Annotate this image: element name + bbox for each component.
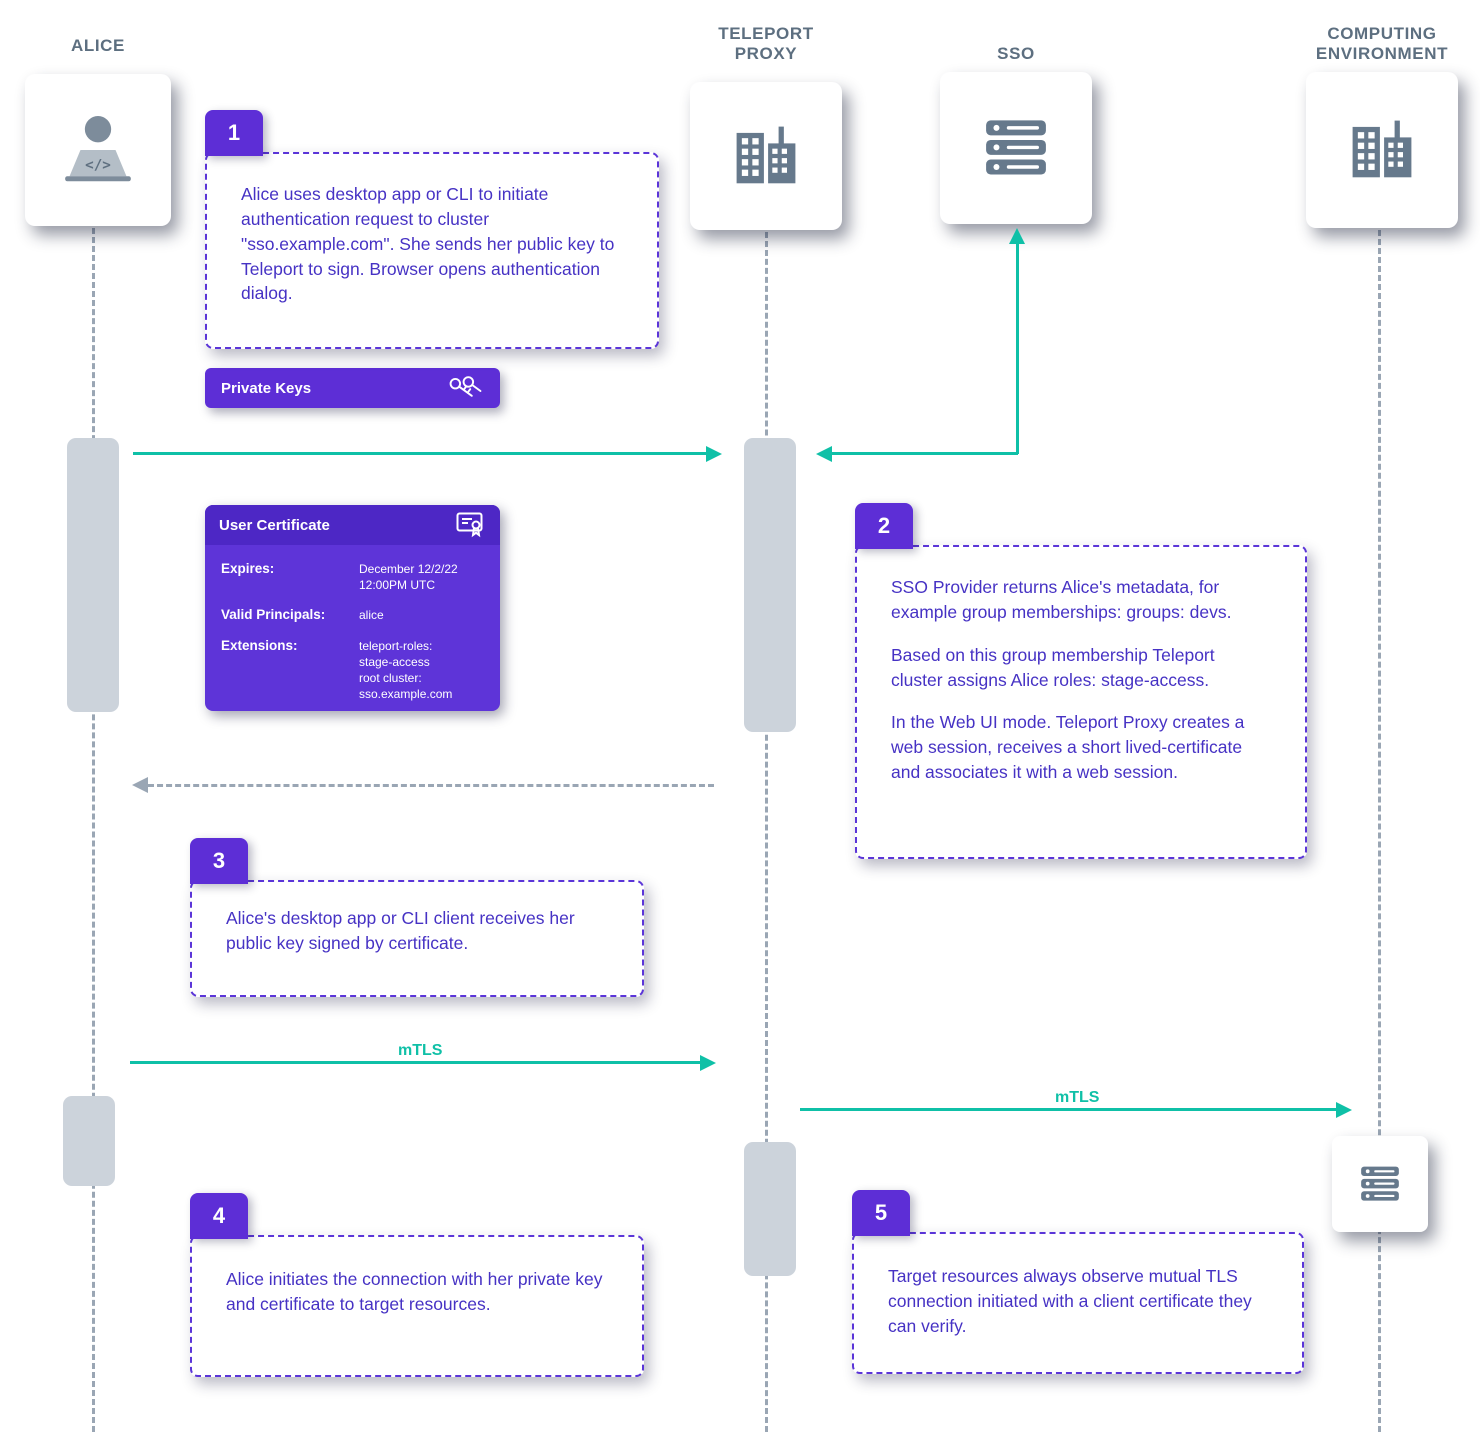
- callout-3-text: Alice's desktop app or CLI client receiv…: [226, 908, 575, 953]
- person-laptop-icon: </>: [65, 116, 131, 182]
- callout-5-badge: 5: [852, 1190, 910, 1236]
- auth-request-arrowhead: [706, 446, 722, 462]
- callout-3-badge: 3: [190, 838, 248, 884]
- callout-1-text: Alice uses desktop app or CLI to initiat…: [241, 184, 615, 304]
- alice-activation-1: [67, 438, 119, 712]
- auth-request-arrow: [133, 452, 709, 455]
- proxy-lifeline: [765, 232, 768, 1432]
- callout-5: 5 Target resources always observe mutual…: [852, 1190, 1304, 1374]
- mtls-label-2: mTLS: [1055, 1089, 1100, 1106]
- server-icon: [1361, 1166, 1399, 1201]
- building-icon: [736, 126, 796, 184]
- private-keys-label: Private Keys: [221, 379, 312, 397]
- target-resource-card: [1332, 1136, 1428, 1232]
- keys-icon: [449, 376, 482, 397]
- callout-2: 2 SSO Provider returns Alice's metadata,…: [855, 503, 1307, 859]
- server-stack-icon: [986, 120, 1046, 175]
- cert-row-value: teleport-roles: stage-access root cluste…: [359, 638, 453, 702]
- svg-text:</>: </>: [85, 158, 111, 174]
- alice-card: </>: [25, 74, 171, 226]
- certificate-header: User Certificate: [205, 505, 500, 545]
- cert-row-label: Expires:: [221, 561, 275, 576]
- cert-row-value: alice: [359, 608, 384, 623]
- sso-arrowhead-up: [1009, 228, 1025, 244]
- teleport-proxy-card: [690, 82, 842, 230]
- cert-return-arrowhead: [132, 777, 148, 793]
- callout-2-paragraph: Based on this group membership Teleport …: [891, 644, 1215, 690]
- callout-4-badge: 4: [190, 1193, 248, 1239]
- sso-arrowhead-left: [816, 446, 832, 462]
- cert-row-value: December 12/2/22 12:00PM UTC: [359, 562, 458, 593]
- alice-lifeline: [92, 228, 95, 1432]
- private-keys-bar: Private Keys: [205, 368, 500, 408]
- sso-card: [940, 72, 1092, 224]
- callout-1: 1 Alice uses desktop app or CLI to initi…: [205, 110, 659, 349]
- computing-lifeline: [1378, 230, 1381, 1432]
- certificate-body: Expires: December 12/2/22 12:00PM UTC Va…: [205, 545, 500, 711]
- mtls-arrow-proxy-target: [800, 1108, 1340, 1111]
- cert-row-label: Extensions:: [221, 637, 298, 653]
- proxy-activation-2: [744, 1142, 796, 1276]
- mtls-arrowhead-2: [1336, 1102, 1352, 1118]
- computing-environment-card: [1306, 72, 1458, 228]
- certificate-title: User Certificate: [219, 516, 330, 534]
- sso-connector-vertical: [1016, 242, 1019, 454]
- alice-activation-2: [63, 1096, 115, 1186]
- sso-connector-horizontal: [832, 452, 1018, 455]
- mtls-label-1: mTLS: [398, 1042, 443, 1059]
- callout-4: 4 Alice initiates the connection with he…: [190, 1193, 644, 1377]
- proxy-activation-1: [744, 438, 796, 732]
- callout-2-paragraph: SSO Provider returns Alice's metadata, f…: [891, 577, 1232, 622]
- callout-2-paragraph: In the Web UI mode. Teleport Proxy creat…: [891, 712, 1245, 783]
- actor-label-teleport-proxy: TELEPORT PROXY: [718, 24, 814, 63]
- callout-5-text: Target resources always observe mutual T…: [888, 1266, 1252, 1336]
- mtls-arrowhead-1: [700, 1055, 716, 1071]
- callout-3: 3 Alice's desktop app or CLI client rece…: [190, 838, 644, 997]
- cert-return-arrow: [148, 784, 714, 787]
- mtls-arrow-alice-proxy: [130, 1061, 704, 1064]
- building-icon: [1352, 120, 1412, 178]
- actor-label-sso: SSO: [997, 44, 1035, 63]
- actor-label-computing-environment: COMPUTING ENVIRONMENT: [1315, 24, 1449, 63]
- callout-4-text: Alice initiates the connection with her …: [226, 1269, 603, 1314]
- callout-2-badge: 2: [855, 503, 913, 549]
- callout-1-badge: 1: [205, 110, 263, 156]
- certificate-icon: [456, 512, 483, 538]
- actor-label-alice: ALICE: [71, 36, 125, 55]
- cert-row-label: Valid Principals:: [221, 607, 326, 623]
- user-certificate-card: User Certificate Expires: December 12/2/…: [205, 505, 500, 711]
